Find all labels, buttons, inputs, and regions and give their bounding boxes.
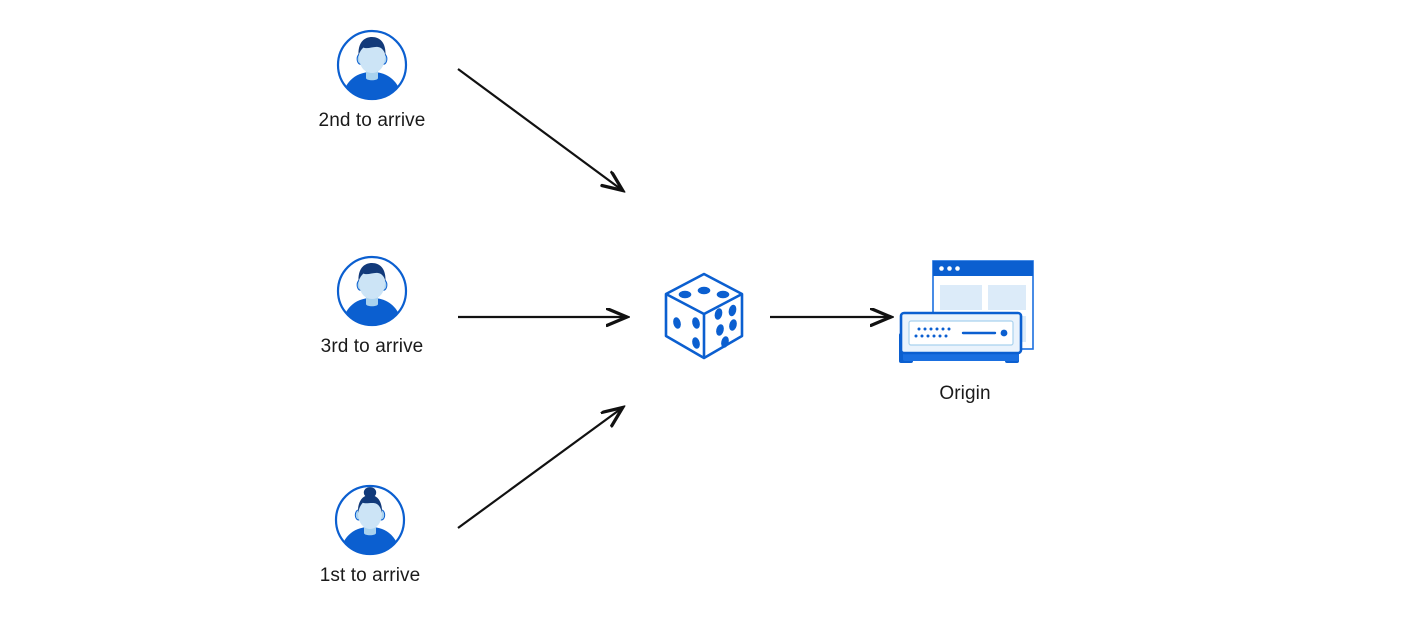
arrow-2nd-to-dice bbox=[457, 68, 622, 190]
server-appliance-icon bbox=[899, 311, 1023, 363]
node-origin[interactable]: Origin bbox=[865, 255, 1065, 405]
dice-cube-icon bbox=[664, 272, 744, 360]
node-dice[interactable] bbox=[658, 268, 750, 364]
node-label-visitor-1st: 1st to arrive bbox=[319, 565, 421, 586]
origin-server-icon bbox=[899, 260, 1034, 363]
node-visitor-2nd[interactable]: 2nd to arrive bbox=[292, 28, 452, 132]
user-avatar-icon bbox=[336, 255, 408, 327]
node-label-visitor-3rd: 3rd to arrive bbox=[320, 336, 424, 357]
node-label-origin: Origin bbox=[939, 383, 991, 404]
user-avatar-icon bbox=[336, 29, 408, 101]
node-visitor-3rd[interactable]: 3rd to arrive bbox=[292, 254, 452, 358]
user-avatar-icon bbox=[334, 484, 406, 556]
arrow-1st-to-dice bbox=[457, 408, 622, 529]
node-visitor-1st[interactable]: 1st to arrive bbox=[290, 483, 450, 587]
node-label-visitor-2nd: 2nd to arrive bbox=[318, 110, 426, 131]
